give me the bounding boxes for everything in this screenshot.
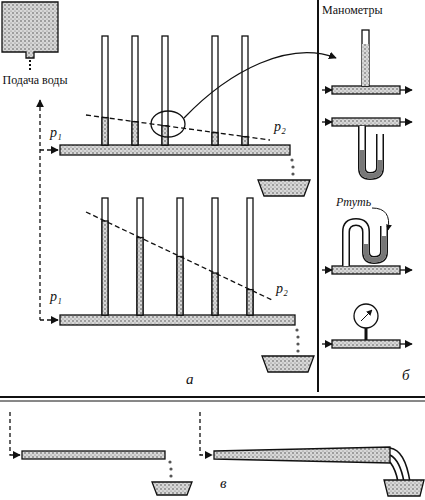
piezometer-tube <box>102 36 108 145</box>
highlight-circle <box>151 111 185 137</box>
panel-letter: б <box>402 368 410 384</box>
water-stream <box>29 60 31 72</box>
dial-gauge <box>354 304 378 328</box>
pressure-label: p₂ <box>276 282 288 297</box>
basin <box>384 480 424 496</box>
panel-letter: а <box>186 372 194 388</box>
pipe <box>332 118 400 126</box>
basin <box>262 356 314 372</box>
piezometer-tube <box>242 36 248 145</box>
gauge-stem <box>365 328 368 340</box>
piezometer-tube <box>132 36 138 145</box>
water-tank <box>2 2 58 58</box>
piezometer-tube <box>247 198 253 315</box>
supply-line <box>39 100 40 320</box>
pipe <box>332 340 400 348</box>
divider <box>0 401 425 402</box>
pressure-line <box>86 212 272 300</box>
divider <box>317 0 319 392</box>
basin <box>258 180 310 196</box>
piezometer-tube <box>212 198 218 315</box>
piezometer-tube <box>162 36 168 145</box>
heading-label: Манометры <box>322 4 383 17</box>
pipe <box>332 266 400 274</box>
supply-label: Подача воды <box>1 74 69 87</box>
pressure-line <box>86 115 270 140</box>
water-jet <box>390 448 410 482</box>
supply-line <box>200 412 212 455</box>
piezometer-tube <box>362 30 369 86</box>
pipe <box>332 86 400 94</box>
supply-line <box>40 319 58 320</box>
pipe <box>60 315 295 325</box>
supply-line <box>40 149 58 150</box>
pressure-label: p₂ <box>274 120 286 135</box>
part-label: Ртуть <box>336 196 371 209</box>
piezometer-tube <box>137 198 143 315</box>
pipe <box>60 145 290 155</box>
pressure-label: p₁ <box>50 290 62 305</box>
divider <box>0 396 425 398</box>
piezometer-tube <box>102 198 108 315</box>
panel-letter: в <box>220 476 227 492</box>
drips <box>168 460 172 477</box>
supply-line <box>10 412 20 455</box>
basin <box>152 482 192 495</box>
u-tube <box>362 126 380 176</box>
mercury-manometer <box>346 222 384 266</box>
pipe <box>214 447 390 463</box>
leader-line <box>372 208 389 230</box>
callout-arrow <box>184 53 336 118</box>
pipe <box>22 451 165 459</box>
pressure-label: p₁ <box>50 126 62 141</box>
